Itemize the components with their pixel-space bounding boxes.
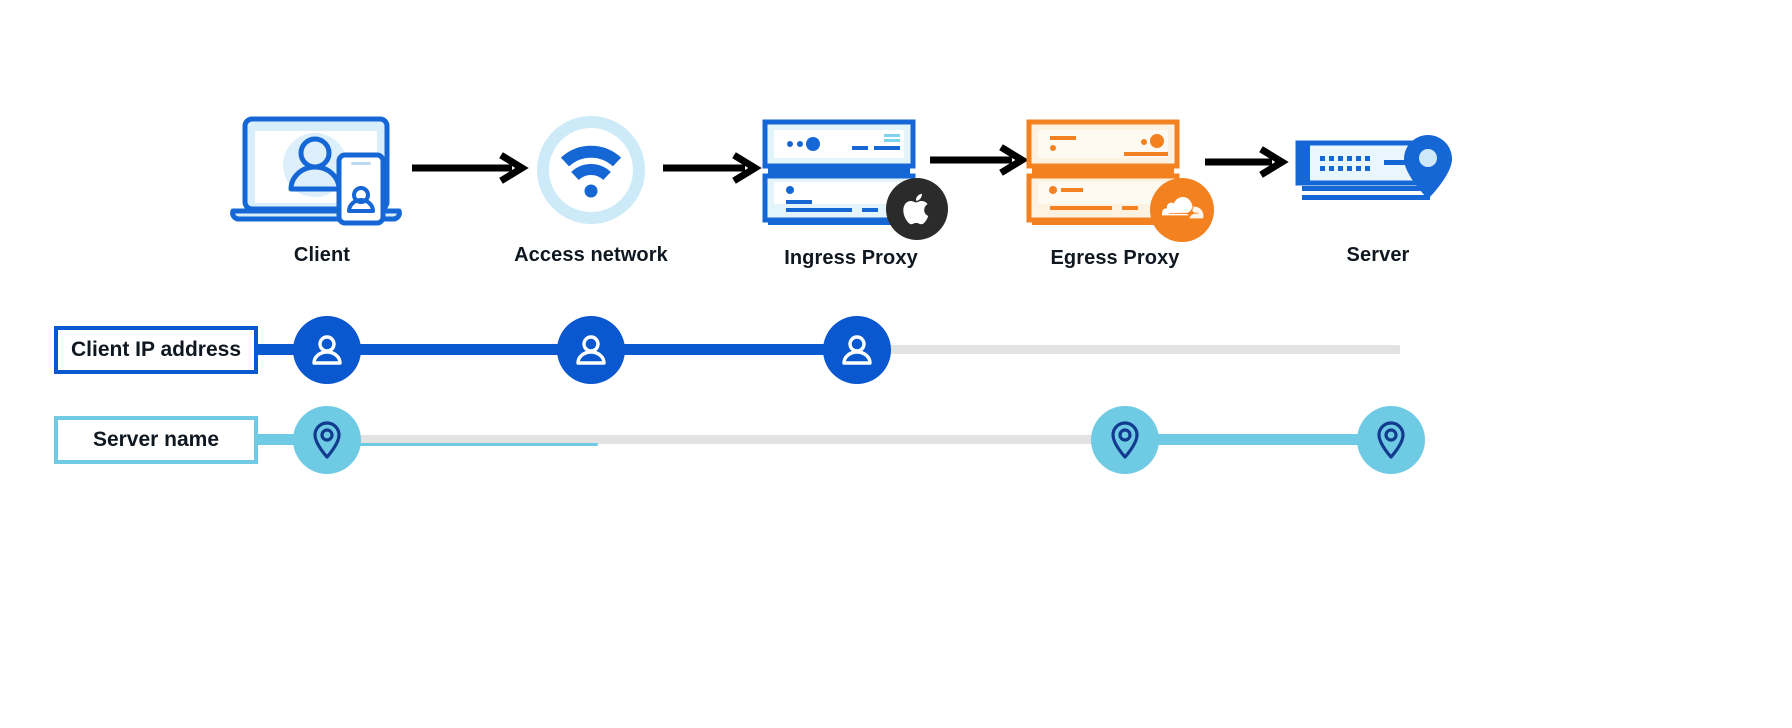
egress-proxy-icon-art [1026,110,1214,242]
arrow-client-to-access-network [412,152,529,184]
arrow-access-network-to-ingress-proxy [663,152,762,184]
server-name-label: Server name [92,428,220,451]
server-name-active-track-right [1120,434,1395,445]
access-network-icon-art [536,110,646,230]
client-ip-address-label-box: Client IP address [54,326,258,374]
person-icon [576,335,606,365]
client-icon-art [227,110,417,230]
map-pin-icon [313,421,341,459]
client-ip-marker-client [293,316,361,384]
node-label-client: Client [293,244,351,266]
server-name-marker-server [1357,406,1425,474]
server-rack-blue-icon [762,119,916,225]
apple-logo-badge [886,178,948,240]
node-egress-proxy: Egress Proxy [1015,110,1215,270]
node-label-server: Server [1346,244,1410,266]
arrow-egress-proxy-to-server [1205,146,1289,178]
node-client: Client [222,110,422,267]
client-ip-address-label: Client IP address [70,338,241,361]
node-label-ingress-proxy: Ingress Proxy [784,247,918,269]
client-ip-inactive-track [858,345,1400,354]
client-ip-marker-ingress-proxy [823,316,891,384]
map-pin-icon [1377,421,1405,459]
wifi-circle-icon [537,116,645,224]
timeline-row-client-ip-address: Client IP address [0,300,1792,420]
node-label-access-network: Access network [514,244,668,266]
server-name-inactive-track [358,435,1130,444]
apple-logo-icon [903,193,929,225]
arrow-ingress-proxy-to-egress-proxy [930,144,1029,176]
node-server: Server [1278,110,1478,267]
timeline-row-server-name: Server name [0,390,1792,510]
server-name-marker-egress-proxy [1091,406,1159,474]
server-icon-art [1288,110,1468,230]
server-name-marker-client [293,406,361,474]
ingress-proxy-icon-art [762,110,948,240]
node-ingress-proxy: Ingress Proxy [751,110,951,270]
person-icon [312,335,342,365]
person-icon [842,335,872,365]
server-pin-icon [1295,135,1452,200]
node-access-network: Access network [491,110,691,267]
cloudflare-logo-icon [1162,197,1204,219]
server-name-label-box: Server name [54,416,258,464]
laptop-phone-user-icon [230,116,402,226]
server-name-thin-underline [358,443,598,446]
node-label-egress-proxy: Egress Proxy [1050,247,1180,269]
map-pin-icon [1111,421,1139,459]
client-ip-marker-access-network [557,316,625,384]
cloudflare-logo-badge [1150,178,1214,242]
